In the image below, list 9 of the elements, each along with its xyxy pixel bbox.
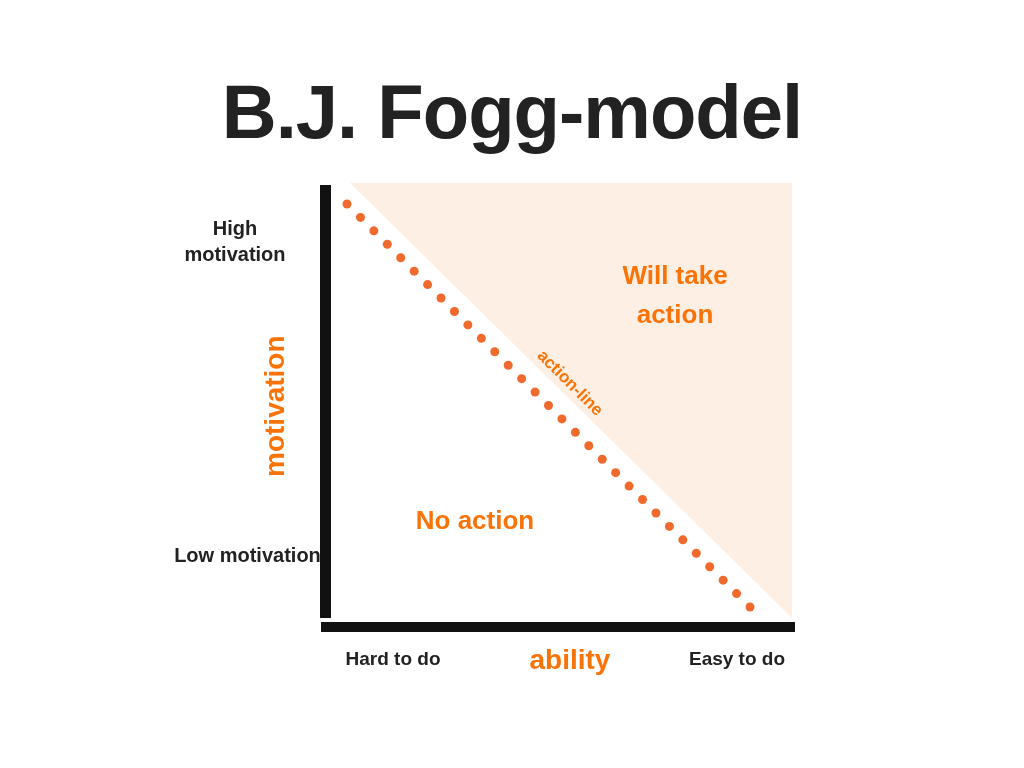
title: B.J. Fogg-model bbox=[220, 68, 804, 155]
axis-label: Easy to do bbox=[687, 647, 787, 671]
axis-label: motivation bbox=[257, 334, 291, 479]
axis-label: High motivation bbox=[183, 216, 287, 267]
axis-label: Low motivation bbox=[173, 543, 322, 568]
axis-label: Hard to do bbox=[344, 647, 442, 671]
axis-label: No action bbox=[414, 504, 536, 537]
zone-label: Will take action bbox=[621, 259, 729, 331]
axis-label: ability bbox=[528, 643, 612, 677]
